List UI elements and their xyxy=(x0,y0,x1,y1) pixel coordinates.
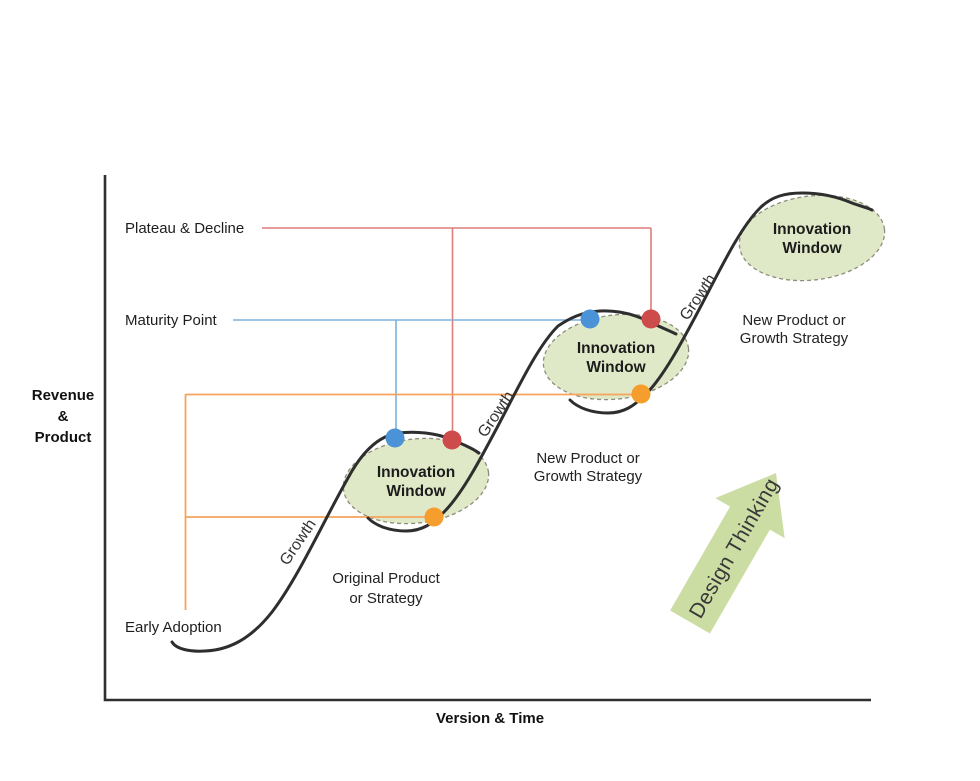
new-product-caption-1: New Product or Growth Strategy xyxy=(534,450,643,485)
adoption-dot-1 xyxy=(424,507,444,527)
maturity-point-label: Maturity Point xyxy=(125,312,218,329)
innovation-window-label-2: Innovation Window xyxy=(577,340,655,376)
maturity-dot-2 xyxy=(580,309,600,329)
innovation-window-3-line2: Window xyxy=(782,240,842,257)
maturity-dot-1 xyxy=(385,428,405,448)
adoption-reference-line xyxy=(184,393,635,610)
plateau-decline-line xyxy=(262,227,652,433)
x-axis-label: Version & Time xyxy=(436,710,544,727)
s-curve-3 xyxy=(568,191,874,415)
new-product-caption-2: New Product or Growth Strategy xyxy=(740,312,849,347)
adoption-dot-2 xyxy=(631,384,651,404)
plateau-dot-2 xyxy=(641,309,661,329)
y-axis-label-line3: Product xyxy=(35,429,92,446)
innovation-window-2-line2: Window xyxy=(586,359,646,376)
innovation-window-label-1: Innovation Window xyxy=(377,464,455,500)
growth-label-2: Growth xyxy=(475,388,518,440)
growth-label-3: Growth xyxy=(677,271,720,323)
original-product-line1: Original Product xyxy=(332,570,440,587)
maturity-point-line xyxy=(233,319,584,432)
early-adoption-label: Early Adoption xyxy=(125,619,222,636)
innovation-window-1-line1: Innovation xyxy=(377,464,455,481)
xy-axes xyxy=(103,175,871,702)
innovation-window-3-line1: Innovation xyxy=(773,221,851,238)
new-product-2-line1: New Product or xyxy=(742,312,845,329)
y-axis-label: Revenue & Product xyxy=(32,387,95,446)
plateau-decline-label: Plateau & Decline xyxy=(125,220,244,237)
new-product-2-line2: Growth Strategy xyxy=(740,330,849,347)
original-product-line2: or Strategy xyxy=(349,590,423,607)
innovation-window-2-line1: Innovation xyxy=(577,340,655,357)
innovation-window-ellipse-3 xyxy=(738,194,886,282)
arrow-shape xyxy=(670,473,785,634)
original-product-caption: Original Product or Strategy xyxy=(332,570,440,607)
design-thinking-arrow: Design Thinking xyxy=(670,473,785,634)
innovation-window-ellipse-2 xyxy=(542,313,690,401)
innovation-window-label-3: Innovation Window xyxy=(773,221,851,257)
plateau-dot-1 xyxy=(442,430,462,450)
s-curve-2 xyxy=(366,309,678,533)
y-axis-label-line2: & xyxy=(58,408,69,425)
new-product-1-line2: Growth Strategy xyxy=(534,468,643,485)
innovation-window-1-line2: Window xyxy=(386,483,446,500)
new-product-1-line1: New Product or xyxy=(536,450,639,467)
y-axis-label-line1: Revenue xyxy=(32,387,95,404)
